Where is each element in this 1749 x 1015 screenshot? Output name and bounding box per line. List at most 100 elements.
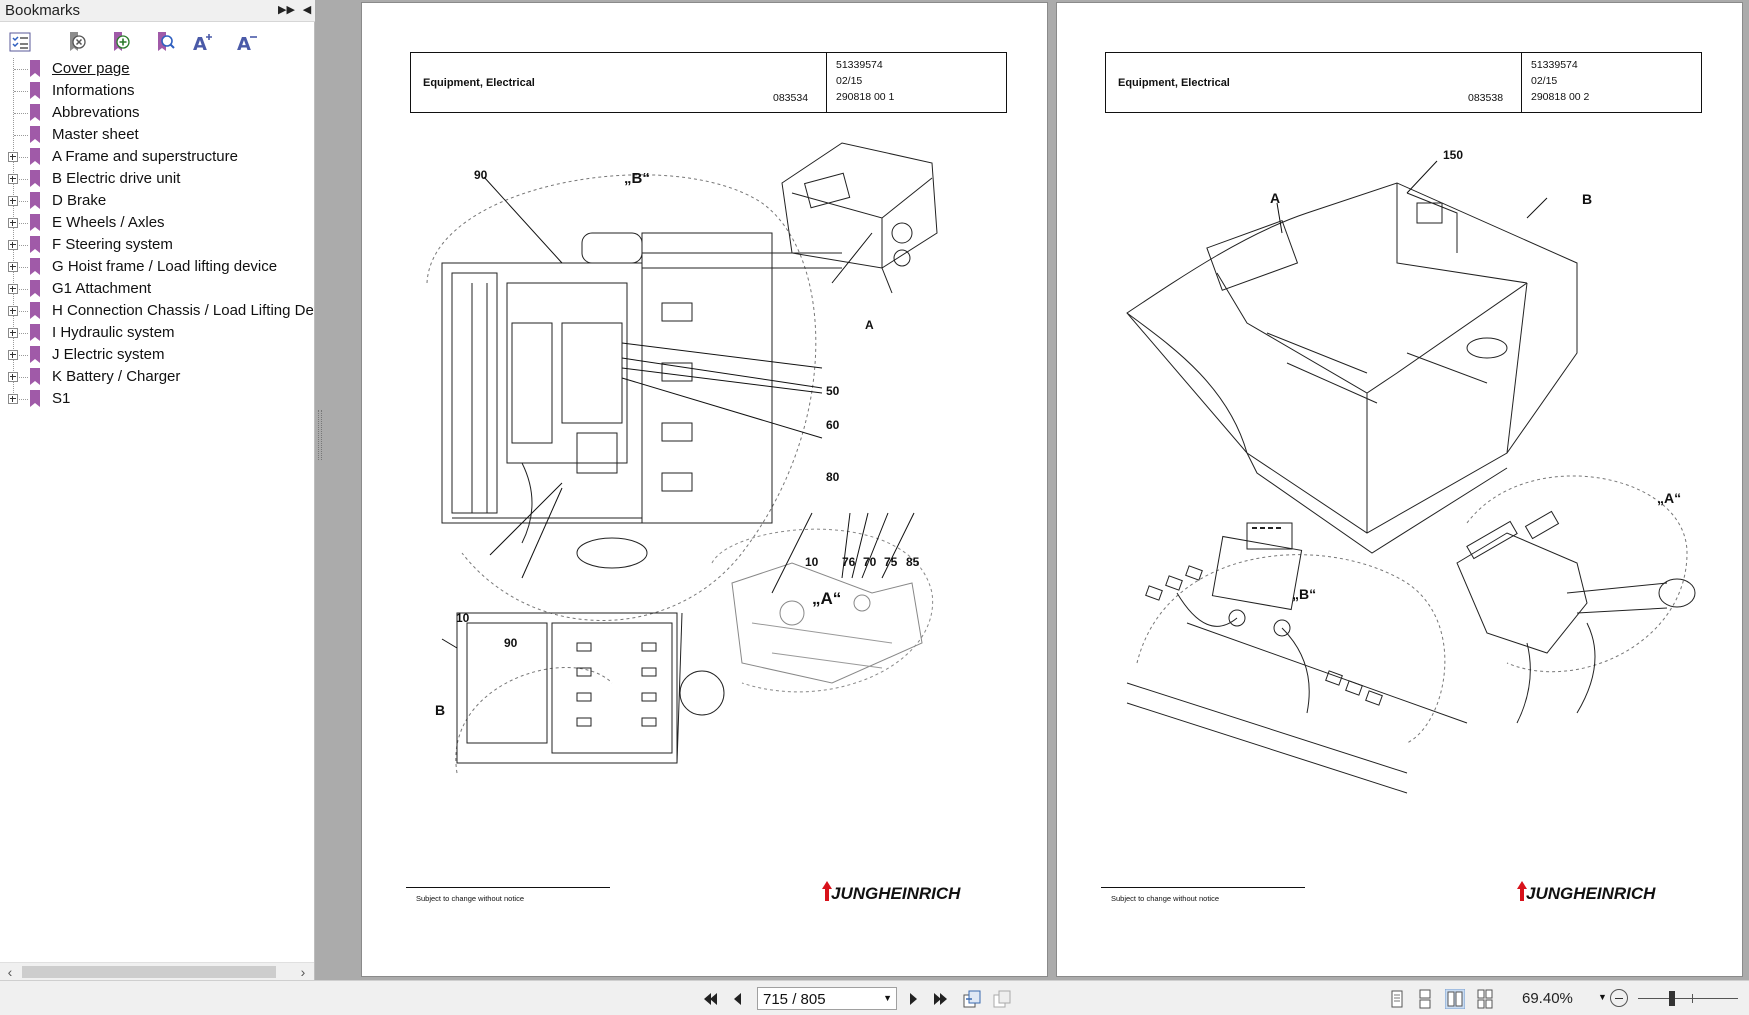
expand-plus-icon[interactable] (8, 328, 18, 338)
title-block: Equipment, Electrical 083534 51339574 02… (410, 52, 1007, 113)
expand-plus-icon[interactable] (8, 262, 18, 272)
bookmark-icon (30, 368, 40, 385)
callout-label: 76 (842, 555, 856, 569)
callout-label: 60 (826, 418, 840, 432)
bookmark-item[interactable]: I Hydraulic system (0, 322, 314, 344)
two-page-continuous-view-icon[interactable] (1475, 989, 1495, 1009)
panel-splitter[interactable] (318, 410, 322, 460)
brand-name: JUNGHEINRICH (1526, 884, 1656, 903)
bookmark-label[interactable]: J Electric system (52, 346, 165, 363)
bookmark-label[interactable]: H Connection Chassis / Load Lifting Devi (52, 302, 314, 319)
panel-collapse-icon[interactable]: ◀ (302, 4, 312, 16)
scroll-left-icon[interactable]: ‹ (7, 964, 13, 980)
expand-plus-icon[interactable] (8, 174, 18, 184)
page-dropdown-icon[interactable]: ▼ (883, 993, 892, 1003)
drawing-number: 083534 (773, 92, 809, 104)
bookmark-label[interactable]: B Electric drive unit (52, 170, 181, 187)
bookmark-label[interactable]: G1 Attachment (52, 280, 152, 297)
panel-expand-icon[interactable]: ▶▶ (278, 4, 295, 16)
bookmark-item[interactable]: F Steering system (0, 234, 314, 256)
expand-plus-icon[interactable] (8, 152, 18, 162)
bookmark-item[interactable]: Abbrevations (0, 102, 314, 124)
scroll-right-icon[interactable]: › (300, 964, 306, 980)
bookmark-item[interactable]: B Electric drive unit (0, 168, 314, 190)
zoom-out-icon[interactable] (1610, 989, 1628, 1007)
svg-text:A: A (237, 34, 251, 54)
bookmark-item[interactable]: K Battery / Charger (0, 366, 314, 388)
bookmark-options-icon[interactable] (8, 30, 32, 54)
bookmark-icon (30, 126, 40, 143)
zoom-dropdown-icon[interactable]: ▼ (1598, 992, 1607, 1002)
bookmark-label[interactable]: D Brake (52, 192, 107, 209)
single-page-view-icon[interactable] (1387, 989, 1407, 1009)
bookmark-label[interactable]: K Battery / Charger (52, 368, 181, 385)
previous-view-icon[interactable] (962, 989, 982, 1009)
svg-text:A: A (193, 34, 207, 54)
first-page-icon[interactable] (700, 989, 720, 1009)
expand-plus-icon[interactable] (8, 372, 18, 382)
bookmark-icon (30, 148, 40, 165)
bookmark-label[interactable]: Informations (52, 82, 135, 99)
bookmark-icon (30, 280, 40, 297)
bookmark-label[interactable]: S1 (52, 390, 71, 407)
expand-plus-icon[interactable] (8, 240, 18, 250)
zoom-level-value[interactable]: 69.40% (1522, 990, 1573, 1007)
sheet-number: 290818 00 2 (1531, 91, 1590, 103)
bookmark-label[interactable]: G Hoist frame / Load lifting device (52, 258, 278, 275)
bookmark-item[interactable]: G Hoist frame / Load lifting device (0, 256, 314, 278)
bookmark-item[interactable]: S1 (0, 388, 314, 410)
bookmarks-horizontal-scrollbar[interactable]: ‹ › (0, 962, 314, 980)
zoom-slider[interactable] (1638, 998, 1738, 999)
delete-bookmark-icon[interactable] (64, 30, 88, 54)
bookmark-item[interactable]: Master sheet (0, 124, 314, 146)
two-page-view-icon[interactable] (1445, 989, 1465, 1009)
bookmark-item[interactable]: E Wheels / Axles (0, 212, 314, 234)
bookmark-label[interactable]: E Wheels / Axles (52, 214, 165, 231)
bookmark-label[interactable]: Cover page (52, 60, 130, 77)
expand-plus-icon[interactable] (8, 284, 18, 294)
bookmark-item[interactable]: Cover page (0, 58, 314, 80)
zoom-slider-handle[interactable] (1669, 991, 1675, 1006)
callout-label: „A“ (1657, 490, 1681, 506)
new-bookmark-icon[interactable] (108, 30, 132, 54)
last-page-icon[interactable] (931, 989, 951, 1009)
bookmark-item[interactable]: Informations (0, 80, 314, 102)
find-bookmark-icon[interactable] (152, 30, 176, 54)
scrollbar-thumb[interactable] (22, 966, 276, 978)
previous-page-icon[interactable] (728, 989, 748, 1009)
jungheinrich-logo: JUNGHEINRICH (1517, 881, 1656, 903)
bookmark-item[interactable]: A Frame and superstructure (0, 146, 314, 168)
footer-note: Subject to change without notice (416, 894, 524, 903)
footer-note: Subject to change without notice (1111, 894, 1219, 903)
bookmark-item[interactable]: G1 Attachment (0, 278, 314, 300)
expand-plus-icon[interactable] (8, 306, 18, 316)
bookmark-item[interactable]: J Electric system (0, 344, 314, 366)
continuous-view-icon[interactable] (1415, 989, 1435, 1009)
callout-label: „B“ (1292, 586, 1316, 602)
bookmark-label[interactable]: Abbrevations (52, 104, 140, 121)
zoom-slider-tick (1692, 994, 1693, 1003)
bookmark-item[interactable]: D Brake (0, 190, 314, 212)
increase-font-icon[interactable]: A (192, 30, 216, 54)
bookmark-label[interactable]: F Steering system (52, 236, 173, 253)
issue-date: 02/15 (1531, 75, 1558, 87)
expand-plus-icon[interactable] (8, 218, 18, 228)
bookmarks-header: Bookmarks ▶▶ ◀ (0, 0, 315, 22)
bookmark-icon (30, 82, 40, 99)
page-number-field[interactable]: 715 / 805 ▼ (757, 987, 897, 1010)
bookmark-item[interactable]: H Connection Chassis / Load Lifting Devi (0, 300, 314, 322)
bookmark-label[interactable]: A Frame and superstructure (52, 148, 238, 165)
next-page-icon[interactable] (903, 989, 923, 1009)
expand-plus-icon[interactable] (8, 394, 18, 404)
bookmark-icon (30, 346, 40, 363)
bookmark-icon (30, 258, 40, 275)
callout-label: 80 (826, 470, 840, 484)
next-view-icon[interactable] (992, 989, 1012, 1009)
bookmark-label[interactable]: I Hydraulic system (52, 324, 175, 341)
expand-plus-icon[interactable] (8, 196, 18, 206)
bookmark-label[interactable]: Master sheet (52, 126, 139, 143)
decrease-font-icon[interactable]: A (236, 30, 260, 54)
expand-plus-icon[interactable] (8, 350, 18, 360)
